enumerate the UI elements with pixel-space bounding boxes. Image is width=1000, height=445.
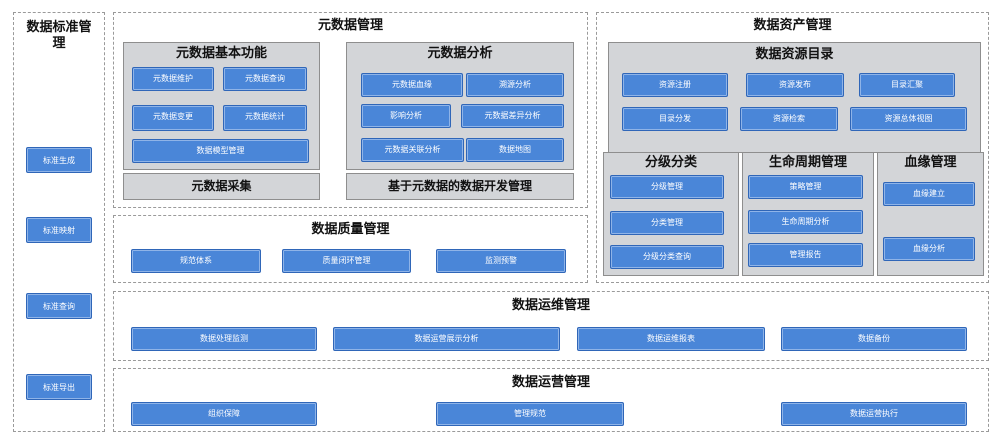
metadata-basic-change[interactable]: 元数据变更 <box>132 105 214 131</box>
metadata-analysis-map[interactable]: 数据地图 <box>466 138 564 162</box>
asset-classify-category[interactable]: 分类管理 <box>610 211 724 235</box>
ops-panel: 数据运维管理 数据处理监测 数据运营展示分析 数据运维报表 数据备份 <box>113 291 989 361</box>
metadata-basic-stats[interactable]: 元数据统计 <box>223 105 307 131</box>
metadata-collect: 元数据采集 <box>123 173 320 200</box>
asset-catalog-aggregate[interactable]: 目录汇聚 <box>859 73 955 97</box>
asset-lineage-box: 血缘管理 血缘建立 血缘分析 <box>877 152 984 276</box>
asset-lineage-analysis[interactable]: 血缘分析 <box>883 237 975 261</box>
standard-item-generate[interactable]: 标准生成 <box>26 147 92 173</box>
ops-title: 数据运维管理 <box>511 298 590 313</box>
standard-item-query[interactable]: 标准查询 <box>26 293 92 319</box>
asset-lifecycle-title: 生命周期管理 <box>768 155 847 170</box>
metadata-analysis-trace[interactable]: 溯源分析 <box>466 73 564 97</box>
asset-lifecycle-strategy[interactable]: 策略管理 <box>748 175 863 199</box>
ops-backup[interactable]: 数据备份 <box>781 327 967 351</box>
metadata-analysis-title: 元数据分析 <box>427 46 493 61</box>
quality-monitor[interactable]: 监测预警 <box>436 249 566 273</box>
asset-catalog-distribute[interactable]: 目录分发 <box>622 107 728 131</box>
asset-lifecycle-box: 生命周期管理 策略管理 生命周期分析 管理报告 <box>742 152 874 276</box>
asset-title: 数据资产管理 <box>753 18 832 33</box>
standard-item-export[interactable]: 标准导出 <box>26 374 92 400</box>
standard-title: 数据标准管理 <box>26 20 92 51</box>
asset-catalog-publish[interactable]: 资源发布 <box>746 73 844 97</box>
quality-title: 数据质量管理 <box>311 222 390 237</box>
asset-catalog-box: 数据资源目录 资源注册 资源发布 目录汇聚 目录分发 资源检索 资源总体视图 <box>608 42 981 153</box>
standard-panel: 数据标准管理 标准生成 标准映射 标准查询 标准导出 <box>13 12 105 432</box>
asset-catalog-search[interactable]: 资源检索 <box>740 107 838 131</box>
operation-exec[interactable]: 数据运营执行 <box>781 402 967 426</box>
metadata-analysis-diff[interactable]: 元数据差异分析 <box>461 104 564 128</box>
metadata-analysis-lineage[interactable]: 元数据血缘 <box>361 73 463 97</box>
asset-classify-query[interactable]: 分级分类查询 <box>610 245 724 269</box>
metadata-analysis-impact[interactable]: 影响分析 <box>361 104 451 128</box>
metadata-basic-title: 元数据基本功能 <box>175 46 267 61</box>
asset-lineage-build[interactable]: 血缘建立 <box>883 182 975 206</box>
operation-title: 数据运营管理 <box>511 375 590 390</box>
metadata-title: 元数据管理 <box>317 18 383 33</box>
metadata-analysis-box: 元数据分析 元数据血缘 溯源分析 影响分析 元数据差异分析 元数据关联分析 数据… <box>346 42 574 170</box>
metadata-basic-box: 元数据基本功能 元数据维护 元数据查询 元数据变更 元数据统计 数据模型管理 <box>123 42 320 170</box>
metadata-panel: 元数据管理 元数据基本功能 元数据维护 元数据查询 元数据变更 元数据统计 数据… <box>113 12 588 208</box>
asset-classify-title: 分级分类 <box>644 155 697 170</box>
metadata-devmgmt: 基于元数据的数据开发管理 <box>346 173 574 200</box>
operation-norms[interactable]: 管理规范 <box>436 402 624 426</box>
asset-catalog-register[interactable]: 资源注册 <box>622 73 728 97</box>
metadata-basic-maintain[interactable]: 元数据维护 <box>132 67 214 91</box>
ops-display[interactable]: 数据运营展示分析 <box>333 327 560 351</box>
quality-panel: 数据质量管理 规范体系 质量闭环管理 监测预警 <box>113 215 588 283</box>
asset-classify-grade[interactable]: 分级管理 <box>610 175 724 199</box>
asset-catalog-overview[interactable]: 资源总体视图 <box>850 107 967 131</box>
quality-norms[interactable]: 规范体系 <box>131 249 261 273</box>
asset-lineage-title: 血缘管理 <box>904 155 957 170</box>
metadata-analysis-relation[interactable]: 元数据关联分析 <box>361 138 464 162</box>
metadata-basic-model[interactable]: 数据模型管理 <box>132 139 309 163</box>
asset-catalog-title: 数据资源目录 <box>755 47 834 62</box>
operation-panel: 数据运营管理 组织保障 管理规范 数据运营执行 <box>113 368 989 432</box>
quality-closed-loop[interactable]: 质量闭环管理 <box>282 249 411 273</box>
asset-panel: 数据资产管理 数据资源目录 资源注册 资源发布 目录汇聚 目录分发 资源检索 资… <box>596 12 989 283</box>
asset-classify-box: 分级分类 分级管理 分类管理 分级分类查询 <box>603 152 739 276</box>
ops-report[interactable]: 数据运维报表 <box>577 327 765 351</box>
operation-org[interactable]: 组织保障 <box>131 402 317 426</box>
metadata-basic-query[interactable]: 元数据查询 <box>223 67 307 91</box>
ops-monitor[interactable]: 数据处理监测 <box>131 327 317 351</box>
asset-lifecycle-analysis[interactable]: 生命周期分析 <box>748 210 863 234</box>
asset-lifecycle-report[interactable]: 管理报告 <box>748 243 863 267</box>
standard-item-map[interactable]: 标准映射 <box>26 217 92 243</box>
